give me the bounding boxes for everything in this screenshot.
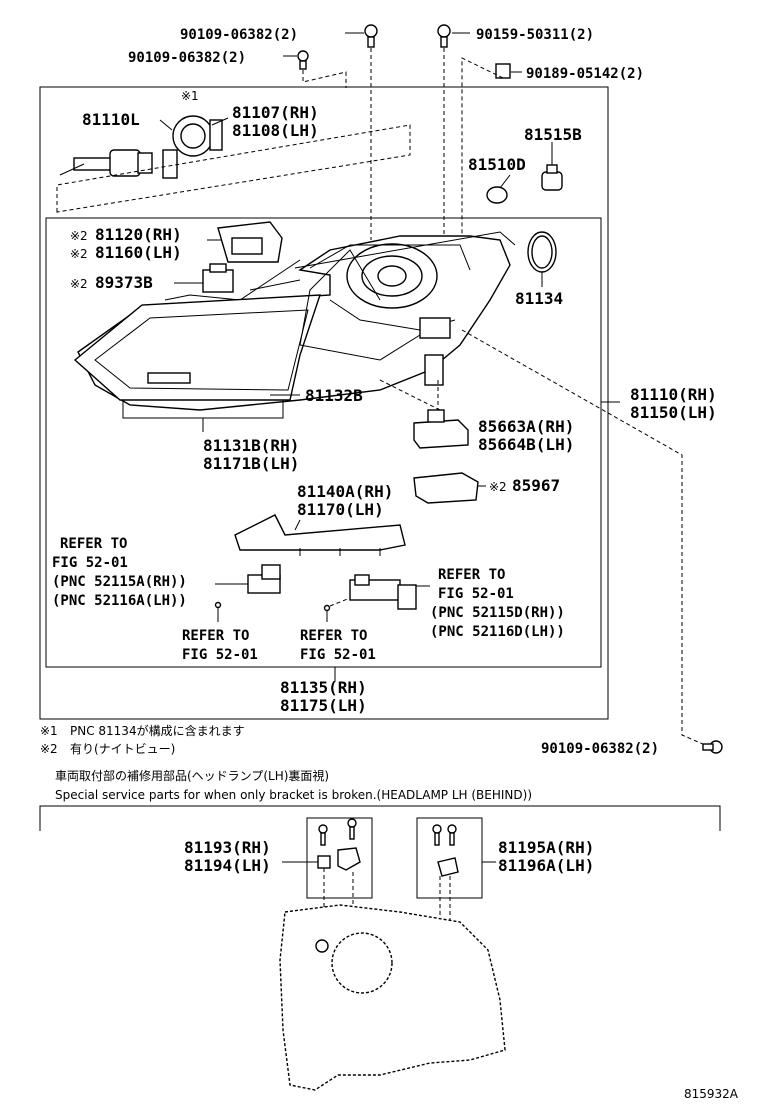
fastener-label: 90109-06382(2) <box>180 27 298 43</box>
part-number-label: 81150(LH) <box>630 403 717 422</box>
note-mark: ※2 <box>489 480 507 494</box>
refer-link[interactable]: FIG 52-01 <box>182 647 258 663</box>
refer-link[interactable]: FIG 52-01 <box>300 647 376 663</box>
part-number-label: 81515B <box>524 125 582 144</box>
mount-bracket-icon <box>437 857 459 877</box>
bulb-capsule-icon <box>486 186 508 204</box>
screw-icon <box>297 50 309 70</box>
figure-id: 815932A <box>684 1087 739 1101</box>
refer-pnc: (PNC 52115D(RH)) <box>430 605 565 621</box>
screw-icon <box>323 604 331 612</box>
part-number-label: 85664B(LH) <box>478 435 574 454</box>
leveling-motor-icon <box>217 221 283 263</box>
part-number-label: 89373B <box>95 273 153 292</box>
part-number-label: 81175(LH) <box>280 696 367 715</box>
fastener-label: 90109-06382(2) <box>541 741 659 757</box>
note-mark: ※1 <box>181 89 199 103</box>
note-mark: ※2 <box>70 277 88 291</box>
screw-icon <box>347 818 357 840</box>
part-number-label: 81510D <box>468 155 526 174</box>
refer-pnc: (PNC 52115A(RH)) <box>52 574 187 590</box>
part-number-label: 81107(RH) <box>232 103 319 122</box>
part-number-label: 81110(RH) <box>630 385 717 404</box>
part-number-label: 81193(RH) <box>184 838 271 857</box>
note-text: 有り(ナイトビュー) <box>70 742 175 756</box>
part-number-label: 81132B <box>305 386 363 405</box>
outer-assembly-frame <box>39 86 609 720</box>
headlamp-rear-view-icon <box>279 904 506 1091</box>
screw-icon <box>364 24 378 48</box>
screw-icon <box>214 601 222 609</box>
fastener-label: 90159-50311(2) <box>476 27 594 43</box>
refer-link[interactable]: FIG 52-01 <box>52 555 128 571</box>
note-mark: ※2 <box>40 742 58 756</box>
part-number-label: 81120(RH) <box>95 225 182 244</box>
note-mark: ※2 <box>70 229 88 243</box>
bolt-icon <box>702 740 723 754</box>
special-parts-title-jp: 車両取付部の補修用部品(ヘッドランプ(LH)裏面視) <box>55 768 329 783</box>
part-number-label: 81108(LH) <box>232 121 319 140</box>
screw-icon <box>447 824 457 846</box>
special-parts-title-en: Special service parts for when only brac… <box>55 788 532 802</box>
part-number-label: 85967 <box>512 476 560 495</box>
control-module-icon <box>413 472 479 504</box>
part-number-label: 81134 <box>515 289 563 308</box>
refer-link[interactable]: FIG 52-01 <box>438 586 514 602</box>
refer-link[interactable]: REFER TO <box>60 536 127 552</box>
screw-icon <box>432 824 442 846</box>
fastener-label: 90189-05142(2) <box>526 66 644 82</box>
headlamp-lens-icon <box>73 294 321 401</box>
bulb-icon <box>59 149 153 177</box>
note-text: PNC 81134が構成に含まれます <box>70 723 245 738</box>
screw-icon <box>318 824 328 846</box>
repair-bracket-icon <box>247 564 281 594</box>
lower-bracket-icon <box>234 514 406 556</box>
clip-icon <box>495 63 511 79</box>
bulb-group-outline <box>56 124 411 213</box>
sensor-icon <box>202 263 234 293</box>
bracket-box-left <box>306 817 373 899</box>
fastener-label: 90109-06382(2) <box>128 50 246 66</box>
part-number-label: 81194(LH) <box>184 856 271 875</box>
ballast-icon <box>413 409 469 449</box>
gasket-ring-icon <box>527 231 557 273</box>
part-number-label: 81160(LH) <box>95 243 182 262</box>
part-number-label: 81170(LH) <box>297 500 384 519</box>
note-mark: ※1 <box>40 724 58 738</box>
bolt-icon <box>437 24 451 48</box>
part-number-label: 81110L <box>82 110 140 129</box>
note-mark: ※2 <box>70 247 88 261</box>
inner-assembly-frame <box>45 217 602 668</box>
part-number-label: 81135(RH) <box>280 678 367 697</box>
part-number-label: 81131B(RH) <box>203 436 299 455</box>
refer-pnc: (PNC 52116D(LH)) <box>430 624 565 640</box>
special-parts-bracket <box>39 805 721 831</box>
small-bulb-icon <box>541 164 563 191</box>
socket-icon <box>162 115 223 179</box>
part-number-label: 81171B(LH) <box>203 454 299 473</box>
wire-harness <box>294 231 516 269</box>
mount-bracket-icon <box>317 847 361 871</box>
part-number-label: 81196A(LH) <box>498 856 594 875</box>
repair-bracket-icon <box>349 574 417 610</box>
refer-link[interactable]: REFER TO <box>300 628 367 644</box>
part-number-label: 81140A(RH) <box>297 482 393 501</box>
refer-link[interactable]: REFER TO <box>438 567 505 583</box>
part-number-label: 85663A(RH) <box>478 417 574 436</box>
refer-pnc: (PNC 52116A(LH)) <box>52 593 187 609</box>
part-number-label: 81195A(RH) <box>498 838 594 857</box>
refer-link[interactable]: REFER TO <box>182 628 249 644</box>
